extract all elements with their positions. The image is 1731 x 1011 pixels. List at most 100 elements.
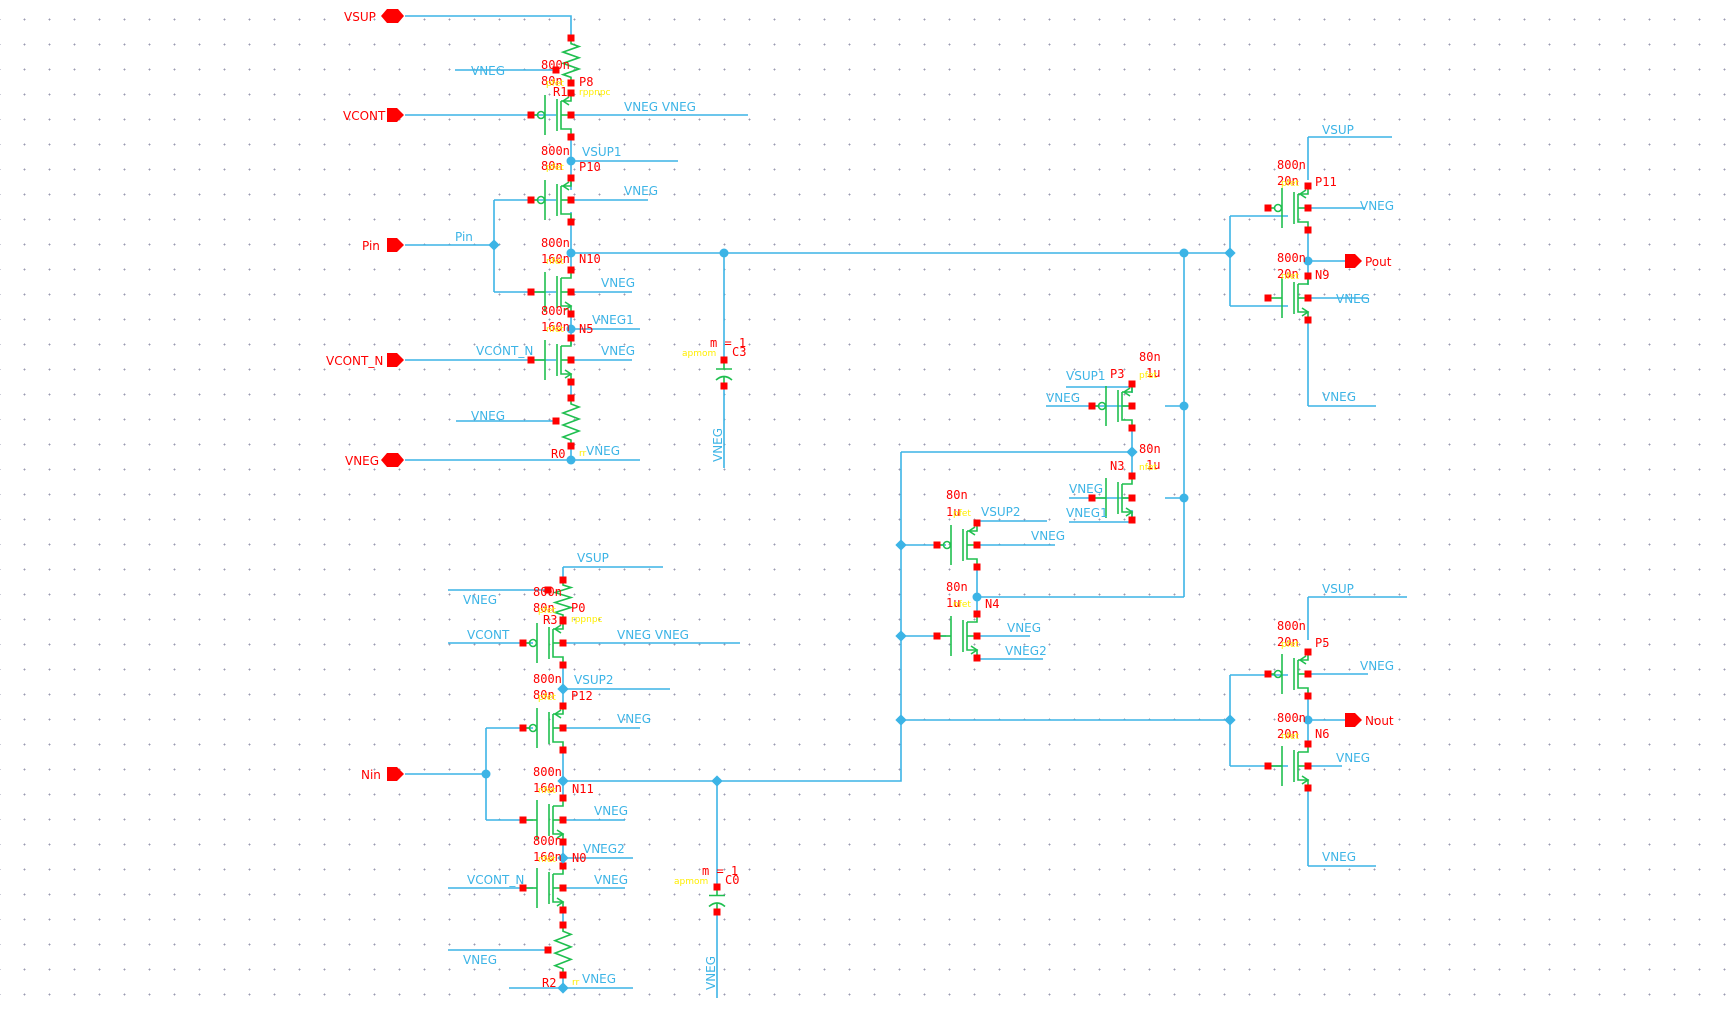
terminal-pin[interactable]: [567, 334, 575, 342]
terminal-pin[interactable]: [713, 883, 721, 891]
terminal-pin[interactable]: [559, 971, 567, 979]
terminal-pin[interactable]: [1128, 472, 1136, 480]
P0-transistor-icon[interactable]: [519, 617, 567, 669]
terminal-pin[interactable]: [1304, 692, 1312, 700]
terminal-pin[interactable]: [559, 921, 567, 929]
terminal-pin[interactable]: [559, 724, 567, 732]
terminal-pin[interactable]: [567, 394, 575, 402]
terminal-pin[interactable]: [1088, 494, 1096, 502]
P12-transistor-icon[interactable]: [519, 702, 567, 754]
terminal-pin[interactable]: [527, 288, 535, 296]
C0-capacitor-icon[interactable]: [708, 883, 726, 916]
N3-transistor-icon[interactable]: [1088, 472, 1136, 524]
terminal-pin[interactable]: [559, 746, 567, 754]
terminal-pin[interactable]: [567, 196, 575, 204]
ports[interactable]: [381, 9, 1362, 781]
terminal-pin[interactable]: [1264, 670, 1272, 678]
terminal-pin[interactable]: [567, 34, 575, 42]
device-symbols[interactable]: [519, 34, 1312, 979]
P3-transistor-icon[interactable]: [1088, 380, 1136, 432]
terminal-pin[interactable]: [567, 310, 575, 318]
terminal-pin[interactable]: [1264, 762, 1272, 770]
terminal-pin[interactable]: [567, 442, 575, 450]
terminal-pin[interactable]: [1128, 494, 1136, 502]
terminal-pin[interactable]: [973, 610, 981, 618]
terminal-pin[interactable]: [973, 632, 981, 640]
terminal-pin[interactable]: [559, 884, 567, 892]
terminal-pin[interactable]: [567, 288, 575, 296]
terminal-pin[interactable]: [1304, 204, 1312, 212]
terminal-pin[interactable]: [720, 382, 728, 390]
terminal-pin[interactable]: [1304, 648, 1312, 656]
R1-resistor-icon[interactable]: [552, 34, 582, 87]
terminal-pin[interactable]: [1304, 316, 1312, 324]
R0-resistor-icon[interactable]: [552, 394, 582, 450]
N9-transistor-icon[interactable]: [1264, 272, 1312, 324]
terminal-pin[interactable]: [559, 862, 567, 870]
terminal-pin[interactable]: [1128, 516, 1136, 524]
P4-transistor-icon[interactable]: [933, 519, 981, 571]
terminal-pin[interactable]: [973, 563, 981, 571]
N10-transistor-icon[interactable]: [527, 266, 575, 318]
terminal-pin[interactable]: [1128, 424, 1136, 432]
terminal-pin[interactable]: [519, 884, 527, 892]
N4-transistor-icon[interactable]: [933, 610, 981, 662]
port-vsup-inout-icon[interactable]: [381, 9, 404, 23]
terminal-pin[interactable]: [559, 617, 567, 625]
terminal-pin[interactable]: [1264, 294, 1272, 302]
terminal-pin[interactable]: [567, 356, 575, 364]
terminal-pin[interactable]: [559, 661, 567, 669]
N6-transistor-icon[interactable]: [1264, 740, 1312, 792]
wires-right[interactable]: [900, 136, 1407, 867]
port-pin-input-icon[interactable]: [387, 238, 404, 252]
terminal-pin[interactable]: [1304, 294, 1312, 302]
terminal-pin[interactable]: [1304, 762, 1312, 770]
P11-transistor-icon[interactable]: [1264, 182, 1312, 234]
P5-transistor-icon[interactable]: [1264, 648, 1312, 700]
port-nin-input-icon[interactable]: [387, 767, 404, 781]
terminal-pin[interactable]: [1128, 380, 1136, 388]
terminal-pin[interactable]: [527, 356, 535, 364]
N0-transistor-icon[interactable]: [519, 862, 567, 914]
port-vneg-inout-icon[interactable]: [381, 453, 404, 467]
terminal-pin[interactable]: [567, 79, 575, 87]
terminal-pin[interactable]: [1304, 182, 1312, 190]
terminal-pin[interactable]: [567, 266, 575, 274]
terminal-pin[interactable]: [544, 946, 552, 954]
terminal-pin[interactable]: [567, 378, 575, 386]
terminal-pin[interactable]: [544, 586, 552, 594]
terminal-pin[interactable]: [519, 724, 527, 732]
terminal-pin[interactable]: [527, 111, 535, 119]
R2-resistor-icon[interactable]: [544, 921, 574, 979]
terminal-pin[interactable]: [1128, 402, 1136, 410]
terminal-pin[interactable]: [567, 174, 575, 182]
terminal-pin[interactable]: [567, 133, 575, 141]
port-vcont-input-icon[interactable]: [387, 108, 404, 122]
terminal-pin[interactable]: [1304, 784, 1312, 792]
terminal-pin[interactable]: [933, 632, 941, 640]
terminal-pin[interactable]: [559, 639, 567, 647]
terminal-pin[interactable]: [567, 111, 575, 119]
terminal-pin[interactable]: [552, 66, 560, 74]
terminal-pin[interactable]: [933, 541, 941, 549]
terminal-pin[interactable]: [1088, 402, 1096, 410]
wires-top[interactable]: [405, 15, 1230, 468]
terminal-pin[interactable]: [1304, 226, 1312, 234]
terminal-pin[interactable]: [559, 816, 567, 824]
terminal-pin[interactable]: [527, 196, 535, 204]
terminal-pin[interactable]: [519, 639, 527, 647]
port-pout-output-icon[interactable]: [1345, 254, 1362, 268]
port-vcont-n-input-icon[interactable]: [387, 353, 404, 367]
terminal-pin[interactable]: [559, 906, 567, 914]
terminal-pin[interactable]: [559, 576, 567, 584]
terminal-pin[interactable]: [567, 89, 575, 97]
terminal-pin[interactable]: [559, 794, 567, 802]
terminal-pin[interactable]: [559, 838, 567, 846]
terminal-pin[interactable]: [519, 816, 527, 824]
N11-transistor-icon[interactable]: [519, 794, 567, 846]
terminal-pin[interactable]: [973, 541, 981, 549]
terminal-pin[interactable]: [1304, 740, 1312, 748]
terminal-pin[interactable]: [973, 654, 981, 662]
